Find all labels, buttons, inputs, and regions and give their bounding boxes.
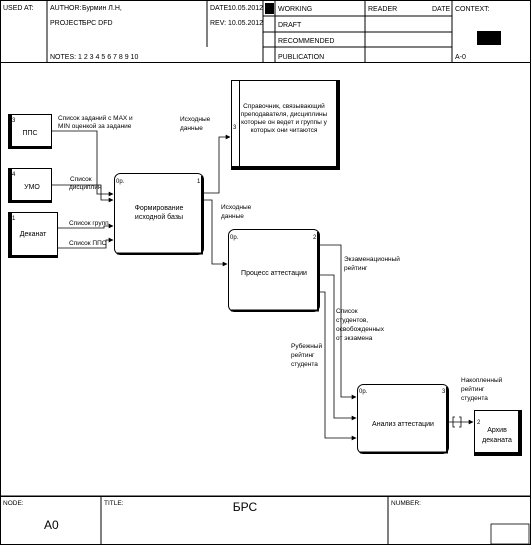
external-label: ППС [22, 130, 37, 137]
rev-value: 10.05.2012 [228, 20, 263, 27]
flow-label-ekzamen: рейтинг [344, 264, 368, 272]
context-node: A-0 [455, 54, 466, 61]
flow-label-nakoplen: Накопленный [461, 376, 503, 384]
flow-label-osvob: студентов, [336, 317, 368, 324]
flow-label-ekzamen: Экзаменационный [344, 255, 400, 263]
notes-text: NOTES: 1 2 3 4 5 6 7 8 9 10 [50, 54, 138, 61]
external-entity-pps[interactable]: 3 ППС [8, 114, 52, 149]
node-label: NODE: [3, 500, 24, 507]
flow-label-rubezh: Рубежный [291, 342, 322, 350]
external-entity-dekanat[interactable]: 1 Деканат [8, 212, 58, 258]
datastore-arhiv-dekanata[interactable]: 2 Архив деканата [474, 410, 522, 456]
status-draft: DRAFT [278, 22, 302, 29]
title-label: TITLE: [104, 500, 124, 507]
process-cost: 0р. [230, 235, 239, 241]
flow-label-nakoplen: рейтинг [461, 385, 485, 393]
process-label-line: исходной базы [135, 213, 183, 221]
flow-label-osvob: Список [336, 308, 358, 315]
context-label: CONTEXT: [455, 6, 490, 13]
flow-label-zadania: MIN оценкой за задание [58, 122, 132, 130]
process-number: 2 [313, 235, 317, 241]
footer-number-box [490, 523, 530, 545]
flow-label-ishodnye-1: Исходные [180, 116, 211, 123]
flow-label-discipliny: Список [70, 176, 92, 183]
datastore-spravochnik[interactable]: 3 Справочник, связывающий преподавателя,… [231, 80, 340, 170]
status-recommended: RECOMMENDED [278, 38, 334, 45]
project-value: БРС DFD [82, 20, 113, 27]
datastore-label-line: которых они читаются [251, 127, 318, 134]
author-label: AUTHOR: [50, 5, 82, 12]
reader-date-label: DATE [432, 6, 450, 13]
process-attestacii[interactable]: 0р. 2 Процесс аттестации [228, 229, 320, 312]
datastore-label-line: Архив [487, 427, 507, 434]
flow-arrow-osvob[interactable] [320, 274, 357, 421]
process-cost: 0р. [359, 389, 368, 395]
flow-arrow-zadania[interactable] [52, 130, 114, 197]
process-label-line: Формирование [135, 205, 184, 212]
datastore-number: 2 [477, 420, 481, 426]
flow-label-zadania: Список заданий с MAX и [58, 114, 133, 122]
flow-arrow-pps[interactable] [58, 237, 114, 249]
flow-arrow-grupp[interactable] [58, 223, 114, 229]
flow-label-nakoplen: студента [461, 395, 488, 402]
footer-frame [0, 496, 531, 545]
flow-arrow-discipliny[interactable] [52, 184, 114, 203]
datastore-label-line: преподавателя, дисциплины [241, 111, 328, 118]
number-label: NUMBER: [391, 500, 421, 507]
datastore-label-line: Справочник, связывающий [243, 102, 325, 110]
date-value: 10.05.2012 [228, 5, 263, 12]
flow-arrow-rubezh[interactable] [320, 291, 357, 441]
process-number: 3 [442, 389, 446, 395]
status-working: WORKING [278, 6, 312, 13]
node-value: A0 [44, 518, 59, 532]
flow-label-ishodnye-2: Исходные [221, 204, 252, 211]
process-analiz[interactable]: 0р. 3 Анализ аттестации [357, 384, 449, 454]
datastore-number: 3 [233, 125, 237, 131]
date-label: DATE: [210, 5, 230, 12]
flow-label-ishodnye-2: данные [221, 213, 244, 220]
datastore-label-line: деканата [482, 437, 512, 444]
external-number: 1 [12, 216, 16, 222]
flow-label-grupp: Список групп [69, 220, 109, 227]
flow-label-pps: Список ППС [69, 240, 107, 247]
external-label: Деканат [20, 231, 47, 238]
context-thumbnail [477, 31, 501, 45]
flow-label-discipliny: дисциплин [69, 184, 102, 191]
flow-label-osvob: освобожденных [336, 325, 385, 333]
diagram-title: БРС [233, 500, 258, 514]
status-publication: PUBLICATION [278, 54, 324, 61]
flow-label-rubezh: рейтинг [291, 351, 315, 359]
external-number: 3 [12, 118, 16, 124]
rev-label: REV: [210, 20, 226, 27]
flow-arrow-ishodnye-to-store[interactable] [204, 134, 231, 194]
flow-label-ishodnye-1: данные [180, 125, 203, 132]
project-label: PROJECT: [50, 20, 84, 27]
flow-arrow-ishodnye-to-attestacia[interactable] [204, 199, 228, 267]
working-status-marker [265, 3, 274, 14]
external-number: 4 [12, 172, 16, 178]
flow-label-osvob: от экзамена [336, 335, 373, 342]
used-at-label: USED AT: [3, 5, 34, 12]
datastore-label-line: которые он ведет и группы у [241, 119, 328, 126]
reader-label: READER [368, 6, 397, 13]
external-entity-umo[interactable]: 4 УМО [8, 168, 52, 203]
process-number: 1 [197, 179, 201, 185]
process-label-line: Процесс аттестации [241, 270, 307, 277]
external-label: УМО [24, 184, 40, 191]
flow-arrow-ekzamen[interactable] [320, 244, 357, 400]
process-cost: 0р. [116, 179, 125, 185]
author-value: Бурмин Л.Н, [82, 5, 122, 12]
process-formirovanie[interactable]: 0р. 1 Формирование исходной базы [114, 173, 204, 255]
tunnel-bracket [452, 416, 462, 428]
flow-label-rubezh: студента [291, 361, 318, 368]
process-label-line: Анализ аттестации [372, 421, 434, 428]
